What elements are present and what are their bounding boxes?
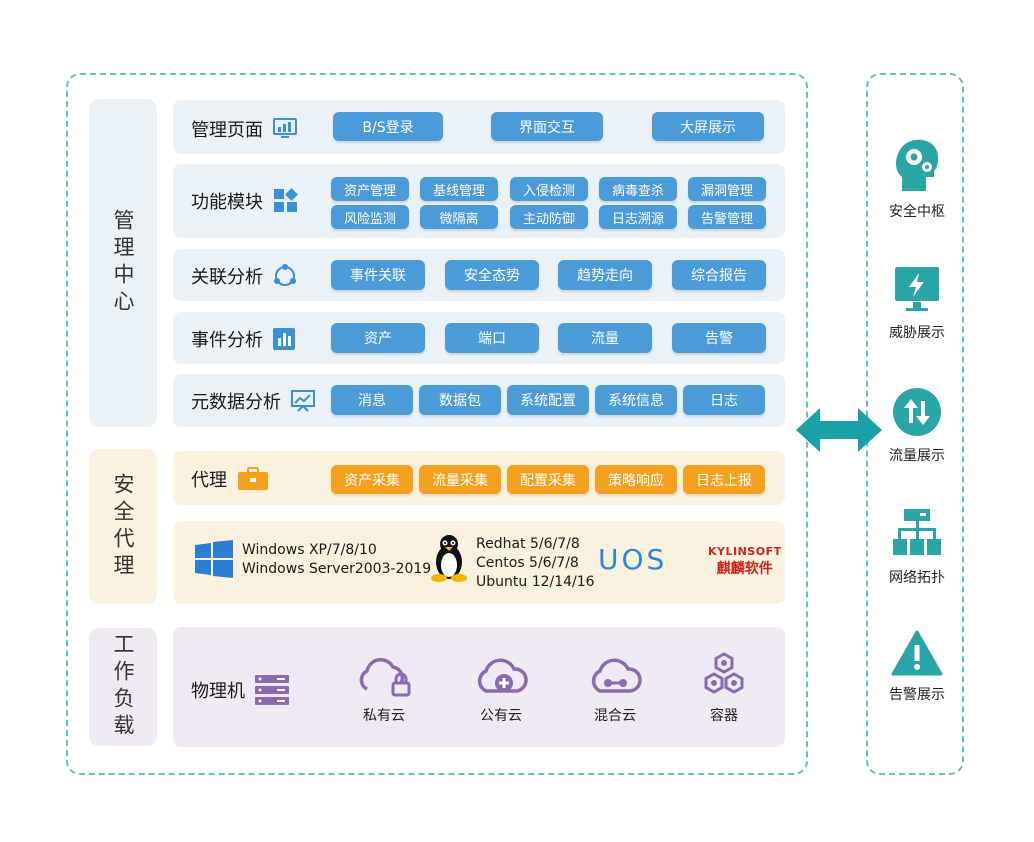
chip-risk-monitor[interactable]: 风险监测 — [331, 205, 409, 229]
chip-packet[interactable]: 数据包 — [419, 385, 501, 415]
right-label-security-hub: 安全中枢 — [889, 204, 945, 220]
chip-log-trace[interactable]: 日志溯源 — [599, 205, 677, 229]
row-metadata-label: 元数据分析 — [191, 392, 281, 413]
threat-monitor-icon — [895, 267, 939, 311]
chip-log-report[interactable]: 日志上报 — [683, 465, 765, 494]
row-correlation-label: 关联分析 — [191, 267, 263, 288]
double-arrow-icon — [796, 408, 882, 452]
row-function-label: 功能模块 — [191, 192, 263, 213]
right-label-topology: 网络拓扑 — [889, 570, 945, 586]
chip-sys-info[interactable]: 系统信息 — [595, 385, 677, 415]
windows-icon — [195, 540, 233, 578]
modules-icon — [274, 188, 298, 212]
container-icon — [704, 652, 744, 694]
private-cloud-icon — [359, 658, 411, 697]
row-proxy-label: 代理 — [191, 470, 227, 491]
row-physical-title: 物理机 — [191, 675, 289, 705]
linux-line-3: Ubuntu 12/14/16 — [476, 574, 595, 590]
row-mgmt-page-title: 管理页面 — [191, 116, 297, 142]
traffic-updown-icon — [893, 388, 941, 436]
monitor-chart-icon — [273, 118, 297, 138]
linux-line-2: Centos 5/6/7/8 — [476, 555, 579, 571]
right-item-alert[interactable]: 告警展示 — [866, 630, 968, 704]
cloud-label-container: 容器 — [710, 708, 738, 724]
chip-event-correlation[interactable]: 事件关联 — [331, 260, 425, 290]
hybrid-cloud-icon — [591, 658, 642, 693]
section-workload-label: 工作负载 — [111, 633, 135, 741]
windows-line-2: Windows Server2003-2019 — [242, 561, 432, 577]
linux-tux-icon — [431, 535, 467, 582]
chip-asset[interactable]: 资产 — [331, 323, 425, 353]
bar-chart-icon — [273, 328, 295, 350]
right-label-alert: 告警展示 — [889, 687, 945, 703]
cloud-label-public: 公有云 — [480, 708, 522, 724]
row-event-label: 事件分析 — [191, 330, 263, 351]
linux-line-1: Redhat 5/6/7/8 — [476, 536, 580, 552]
kylin-logo: KYLINSOFT 麒麟软件 — [708, 545, 782, 578]
kylin-logo-en: KYLINSOFT — [708, 545, 782, 558]
right-item-topology[interactable]: 网络拓扑 — [866, 507, 968, 587]
row-event-title: 事件分析 — [191, 326, 295, 352]
chip-alert-mgmt[interactable]: 告警管理 — [688, 205, 766, 229]
chip-log[interactable]: 日志 — [683, 385, 765, 415]
section-agent: 安全代理 — [89, 449, 157, 604]
chip-alert[interactable]: 告警 — [672, 323, 766, 353]
chip-antivirus[interactable]: 病毒查杀 — [599, 177, 677, 201]
cloud-label-private: 私有云 — [363, 708, 405, 724]
chip-report[interactable]: 综合报告 — [672, 260, 766, 290]
windows-line-1: Windows XP/7/8/10 — [242, 542, 377, 558]
chip-port[interactable]: 端口 — [445, 323, 539, 353]
chip-traffic[interactable]: 流量 — [558, 323, 652, 353]
section-agent-label: 安全代理 — [111, 472, 135, 581]
chip-vuln-mgmt[interactable]: 漏洞管理 — [688, 177, 766, 201]
section-workload: 工作负载 — [89, 628, 157, 746]
chip-intrusion-detect[interactable]: 入侵检测 — [510, 177, 588, 201]
network-topology-icon — [893, 509, 941, 555]
server-rack-icon — [255, 675, 289, 705]
windows-versions: Windows XP/7/8/10 Windows Server2003-201… — [242, 541, 431, 579]
chip-sys-config[interactable]: 系统配置 — [507, 385, 589, 415]
chip-security-posture[interactable]: 安全态势 — [445, 260, 539, 290]
row-mgmt-page-label: 管理页面 — [191, 120, 263, 141]
briefcase-icon — [238, 467, 268, 490]
presentation-icon — [291, 390, 315, 412]
section-management: 管理中心 — [89, 99, 157, 427]
row-metadata-title: 元数据分析 — [191, 388, 315, 414]
cloud-label-hybrid: 混合云 — [594, 708, 636, 724]
right-item-threat[interactable]: 威胁展示 — [866, 264, 968, 342]
right-label-threat: 威胁展示 — [889, 325, 945, 341]
chip-bs-login[interactable]: B/S登录 — [333, 112, 443, 141]
chip-message[interactable]: 消息 — [331, 385, 413, 415]
chip-active-defense[interactable]: 主动防御 — [510, 205, 588, 229]
chip-asset-collect[interactable]: 资产采集 — [331, 465, 413, 494]
chip-config-collect[interactable]: 配置采集 — [507, 465, 589, 494]
chip-trend[interactable]: 趋势走向 — [558, 260, 652, 290]
section-management-label: 管理中心 — [111, 209, 135, 317]
row-workload: 物理机 — [173, 627, 785, 747]
chip-big-screen[interactable]: 大屏展示 — [652, 112, 764, 141]
chip-micro-isolation[interactable]: 微隔离 — [420, 205, 498, 229]
public-cloud-icon — [477, 658, 528, 693]
row-proxy-title: 代理 — [191, 466, 269, 492]
warning-triangle-icon — [891, 630, 943, 676]
chip-policy-response[interactable]: 策略响应 — [595, 465, 677, 494]
row-function-title: 功能模块 — [191, 188, 299, 214]
row-correlation-title: 关联分析 — [191, 263, 297, 289]
right-item-security-hub[interactable]: 安全中枢 — [866, 137, 968, 221]
right-label-traffic: 流量展示 — [889, 448, 945, 464]
linux-versions: Redhat 5/6/7/8 Centos 5/6/7/8 Ubuntu 12/… — [476, 535, 595, 592]
chip-traffic-collect[interactable]: 流量采集 — [419, 465, 501, 494]
uos-logo: UOS — [598, 543, 668, 576]
correlation-icon — [274, 264, 296, 286]
row-physical-label: 物理机 — [191, 681, 245, 702]
right-item-traffic[interactable]: 流量展示 — [866, 387, 968, 465]
kylin-logo-cn: 麒麟软件 — [716, 561, 773, 577]
brain-gear-icon — [896, 139, 939, 191]
row-os — [173, 521, 785, 604]
chip-ui-interaction[interactable]: 界面交互 — [491, 112, 603, 141]
chip-baseline-mgmt[interactable]: 基线管理 — [420, 177, 498, 201]
chip-asset-mgmt[interactable]: 资产管理 — [331, 177, 409, 201]
